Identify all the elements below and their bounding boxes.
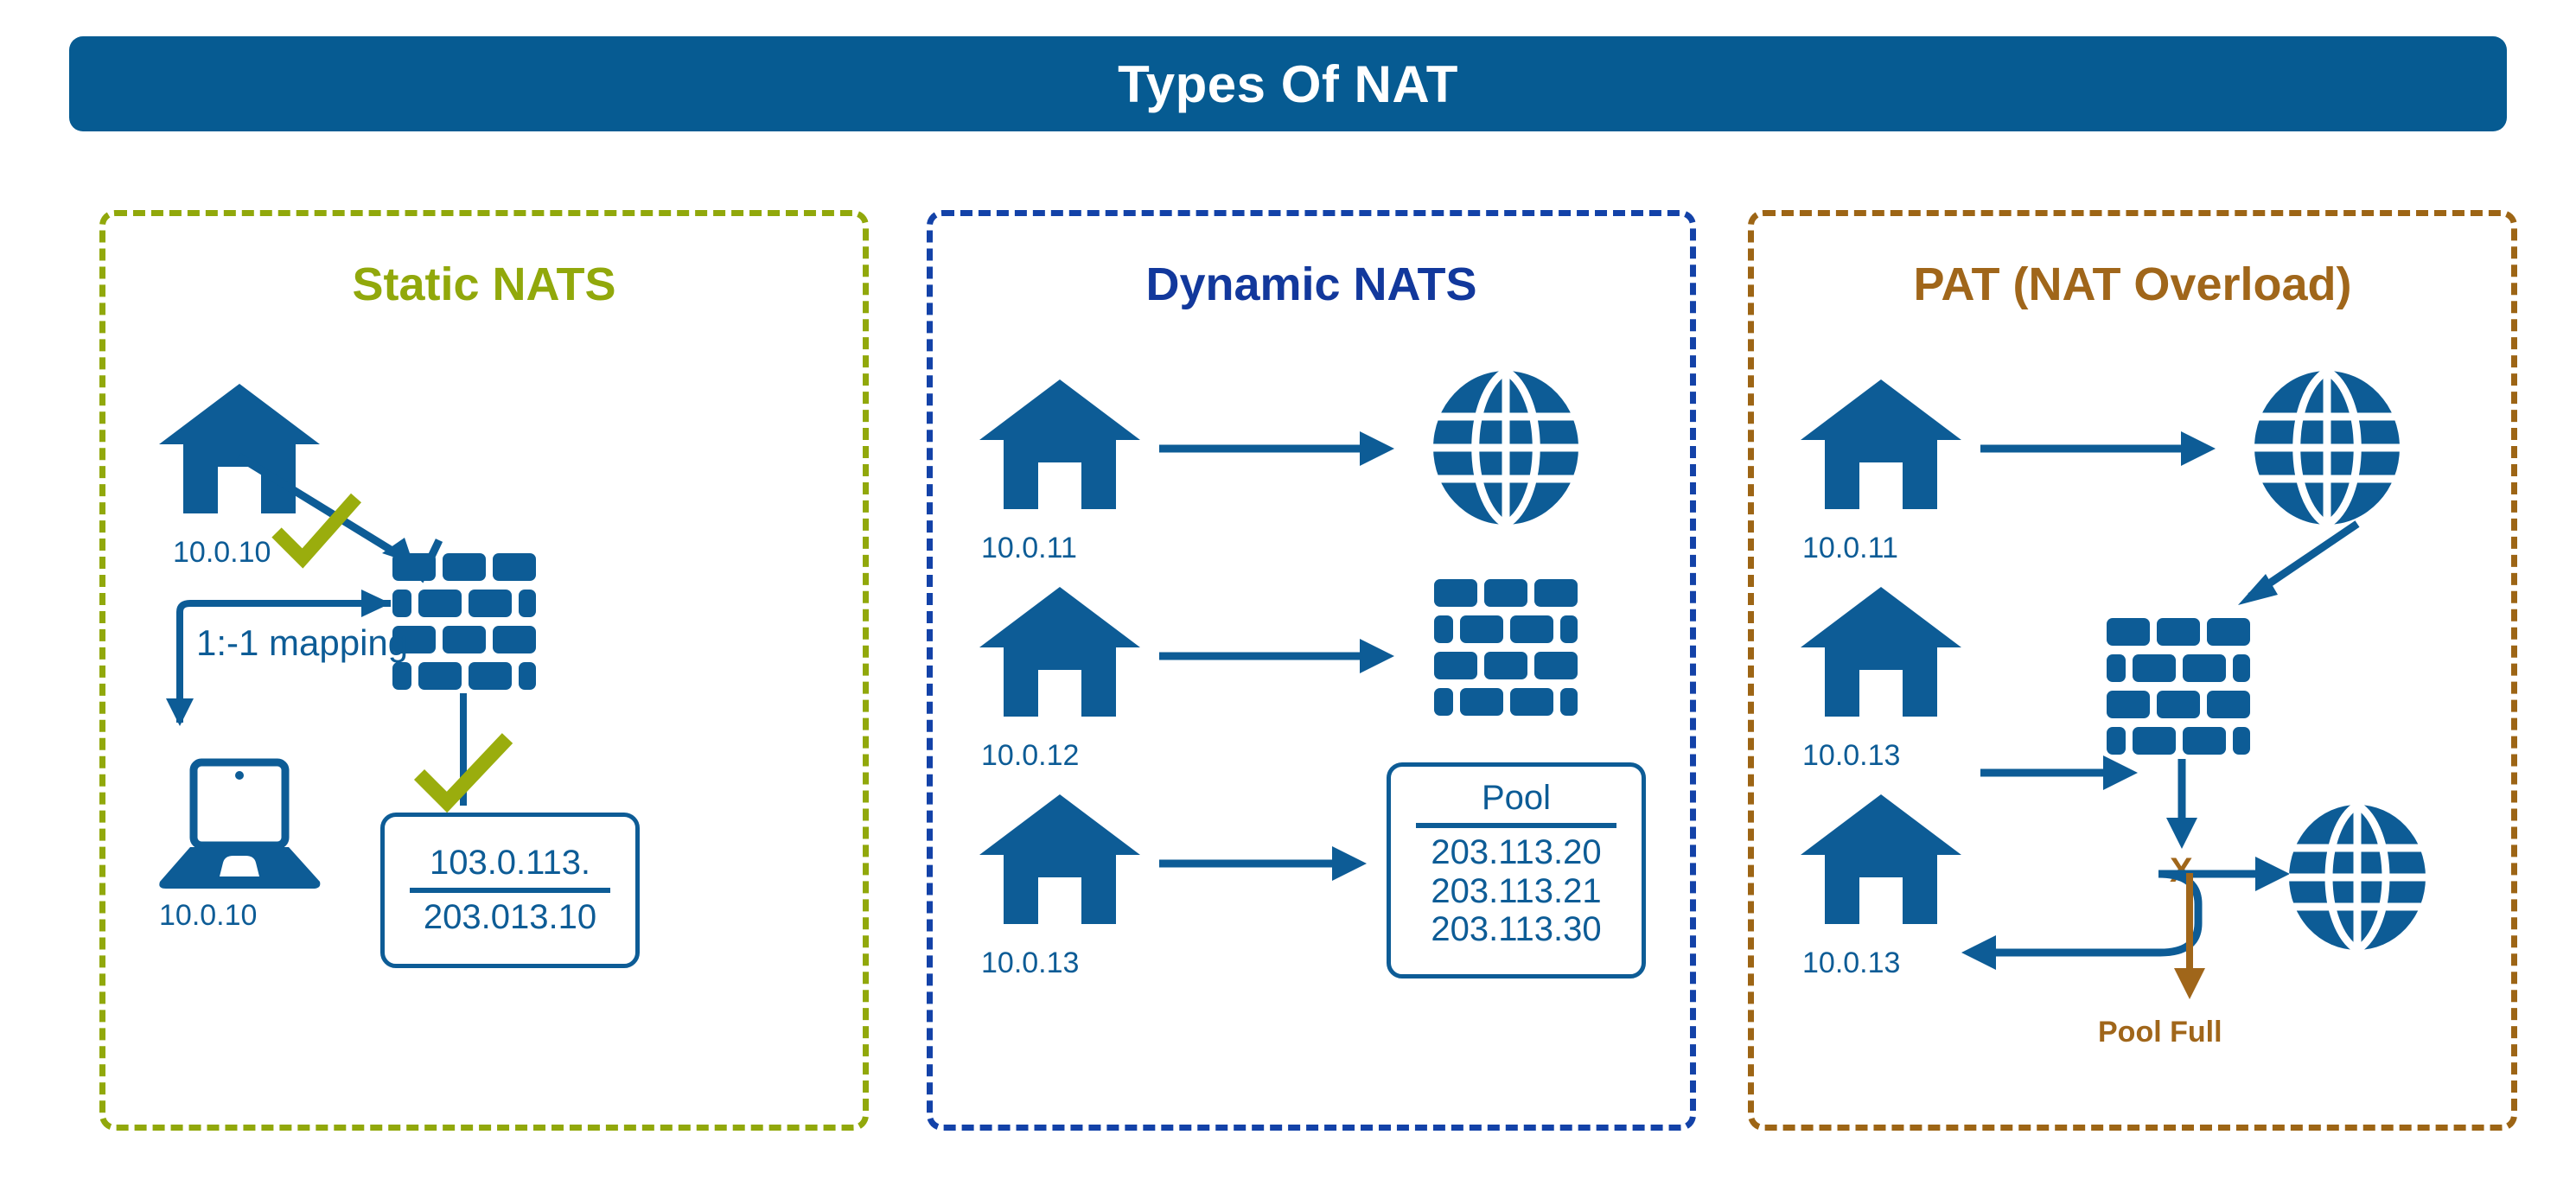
ip-label-dynamic-3: 10.0.13 xyxy=(981,947,1080,979)
arrow-right-icon xyxy=(1980,755,2138,790)
arrow-right-icon xyxy=(1159,846,1367,881)
pool-box: Pool 203.113.20 203.113.21 203.113.30 xyxy=(1387,762,1646,978)
arrow-right-icon xyxy=(1159,431,1394,466)
house-icon xyxy=(978,376,1142,514)
arrow-globe-to-firewall xyxy=(2238,520,2360,605)
house-icon xyxy=(978,791,1142,929)
ip-label-house-static: 10.0.10 xyxy=(173,536,271,569)
static-address-public: 103.0.113. xyxy=(429,844,591,883)
pool-address-2: 203.113.21 xyxy=(1431,871,1602,910)
mapping-label: 1:-1 mapping xyxy=(196,622,409,663)
globe-icon xyxy=(2254,367,2401,528)
page-title-banner: Types Of NAT xyxy=(69,36,2507,131)
panel-pat-heading: PAT (NAT Overload) xyxy=(1913,258,2352,310)
panel-static-nats: Static NATS 10.0.10 xyxy=(99,210,869,1131)
pool-address-3: 203.113.30 xyxy=(1431,910,1602,949)
panel-dynamic-nats: Dynamic NATS 10.0.11 xyxy=(927,210,1696,1131)
ip-label-pat-1: 10.0.11 xyxy=(1802,532,1898,564)
arrow-down-pool-full xyxy=(2174,873,2205,999)
house-icon xyxy=(1799,583,1963,722)
divider xyxy=(1416,822,1616,828)
ip-label-laptop-static: 10.0.10 xyxy=(159,899,258,932)
ip-label-pat-2: 10.0.13 xyxy=(1802,739,1901,772)
arrow-down-icon xyxy=(2166,759,2197,849)
checkmark-icon xyxy=(413,733,513,813)
arrow-right-icon xyxy=(1980,431,2216,466)
house-icon xyxy=(978,583,1142,722)
static-address-box: 103.0.113. 203.013.10 xyxy=(380,813,640,968)
static-address-private: 203.013.10 xyxy=(423,898,597,936)
panel-dynamic-heading: Dynamic NATS xyxy=(1145,258,1477,310)
pool-box-title: Pool xyxy=(1481,779,1552,817)
ip-label-dynamic-1: 10.0.11 xyxy=(981,532,1077,564)
house-icon xyxy=(1799,791,1963,929)
status-label-pool-full: Pool Full xyxy=(2098,1016,2222,1049)
arrow-right-icon xyxy=(1159,639,1394,673)
page-title: Types Of NAT xyxy=(1118,54,1458,113)
house-icon xyxy=(1799,376,1963,514)
globe-icon xyxy=(2288,801,2426,953)
panel-pat-nat-overload: PAT (NAT Overload) 10.0.11 xyxy=(1748,210,2517,1131)
globe-icon xyxy=(1432,367,1579,528)
ip-label-pat-3: 10.0.13 xyxy=(1802,947,1901,979)
ip-label-dynamic-2: 10.0.12 xyxy=(981,739,1080,772)
laptop-icon xyxy=(157,758,322,890)
panel-static-heading: Static NATS xyxy=(352,258,616,310)
pool-address-1: 203.113.20 xyxy=(1431,832,1602,871)
firewall-brick-icon xyxy=(2105,618,2252,756)
checkmark-icon xyxy=(271,493,361,569)
firewall-brick-icon xyxy=(391,553,538,692)
firewall-brick-icon xyxy=(1432,579,1579,717)
divider xyxy=(410,888,610,893)
arrow-return-to-house xyxy=(1961,857,2290,970)
arrow-mapping-elbow xyxy=(166,590,391,726)
